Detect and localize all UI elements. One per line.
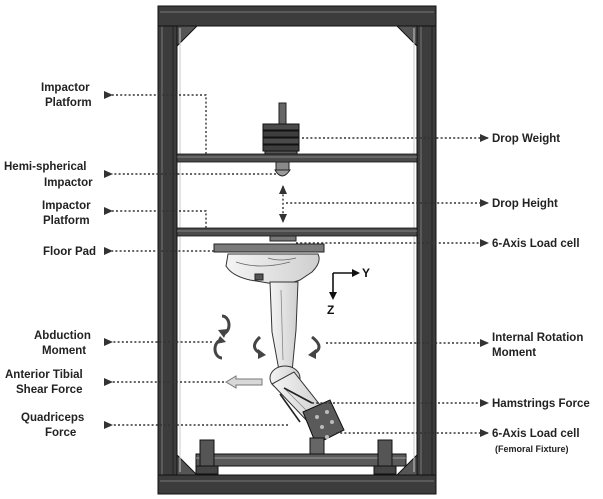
label-abduction-moment-line2: Moment bbox=[42, 345, 86, 357]
internal-rotation-arrows bbox=[253, 335, 321, 359]
label-abduction-moment-line1: Abduction bbox=[34, 330, 91, 342]
drop-weight bbox=[262, 102, 300, 155]
axis-indicator: Y Z bbox=[327, 266, 370, 317]
label-impactor-platform-lower-line1: Impactor bbox=[42, 200, 91, 212]
right-leader-lines bbox=[286, 134, 489, 437]
label-quadriceps-line1: Quadriceps bbox=[21, 412, 84, 424]
corner-gusset bbox=[176, 453, 199, 476]
cadaveric-limb bbox=[225, 253, 345, 459]
label-hamstrings: Hamstrings Force bbox=[492, 398, 590, 410]
right-labels: Drop Weight Drop Height 6-Axis Load cell… bbox=[492, 133, 590, 454]
anterior-tibial-shear-arrow bbox=[225, 375, 263, 389]
label-impactor-platform-top-line2: Platform bbox=[45, 97, 92, 109]
bottom-fixture-rail bbox=[195, 439, 407, 475]
label-load-cell-bottom: 6-Axis Load cell bbox=[492, 428, 580, 440]
bottom-frame-beam bbox=[157, 474, 437, 495]
label-drop-height: Drop Height bbox=[492, 198, 558, 210]
label-impactor-platform-top-line1: Impactor bbox=[41, 82, 90, 94]
label-internal-rotation-line2: Moment bbox=[492, 347, 536, 359]
corner-gusset bbox=[176, 25, 199, 48]
lower-impactor-platform bbox=[176, 227, 418, 242]
label-internal-rotation-line1: Internal Rotation bbox=[492, 332, 583, 344]
floor-pad bbox=[213, 243, 325, 253]
right-frame-post bbox=[416, 7, 437, 495]
femoral-fixture bbox=[302, 399, 345, 459]
label-hemi-impactor-line2: Impactor bbox=[44, 177, 93, 189]
label-femoral-fixture: (Femoral Fixture) bbox=[495, 444, 569, 454]
label-load-cell-top: 6-Axis Load cell bbox=[492, 238, 580, 250]
label-impactor-platform-lower-line2: Platform bbox=[43, 215, 90, 227]
left-labels: Impactor Platform Hemi-spherical Impacto… bbox=[4, 82, 96, 439]
abduction-moment-arrows bbox=[213, 314, 231, 360]
axis-y-label: Y bbox=[362, 266, 370, 280]
axis-z-label: Z bbox=[327, 303, 334, 317]
corner-gusset bbox=[395, 25, 418, 48]
test-frame bbox=[157, 5, 437, 495]
corner-gusset bbox=[395, 453, 418, 476]
label-drop-weight: Drop Weight bbox=[492, 133, 560, 145]
load-cell-top bbox=[269, 235, 297, 242]
label-hemi-impactor-line1: Hemi-spherical bbox=[4, 161, 86, 173]
label-floor-pad: Floor Pad bbox=[43, 246, 96, 258]
label-anterior-tibial-line2: Shear Force bbox=[16, 384, 82, 396]
hemispherical-impactor bbox=[274, 161, 291, 177]
label-anterior-tibial-line1: Anterior Tibial bbox=[5, 369, 83, 381]
upper-impactor-platform bbox=[176, 153, 418, 163]
top-frame-beam bbox=[157, 5, 437, 27]
left-leader-lines bbox=[104, 91, 288, 429]
label-quadriceps-line2: Force bbox=[45, 427, 76, 439]
